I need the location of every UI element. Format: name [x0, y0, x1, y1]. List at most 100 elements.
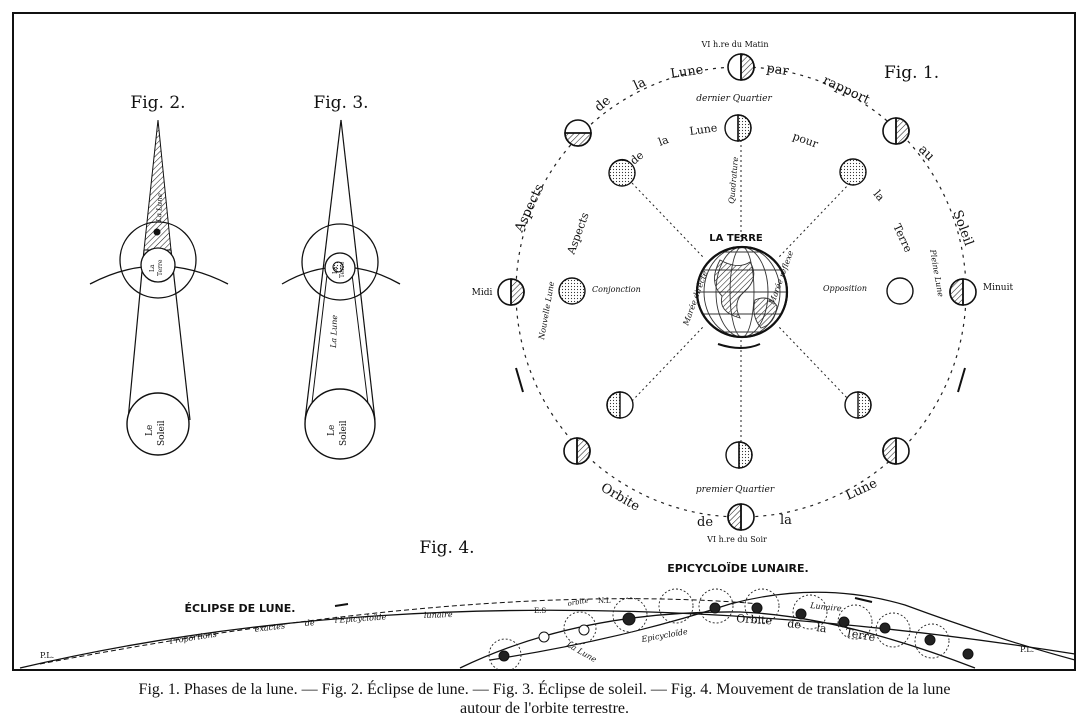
- label-conjunction: Conjonction: [592, 285, 641, 294]
- fig2-moon-orbit: [119, 221, 197, 299]
- fig4-group: Fig. 4. EPICYCLOÏDE LUNAIRE. ÉCLIPSE DE …: [19, 538, 1075, 670]
- moon-inner-lower-left: [606, 391, 634, 419]
- moon-inner-upper-left: [608, 158, 636, 187]
- fig4-arrow-right: [854, 597, 873, 603]
- fig4-orbit-word-3: Terre: [844, 626, 876, 644]
- outer-word-soleil: Soleil: [949, 208, 976, 248]
- fig4-pl-left: P.L.: [40, 651, 54, 660]
- bottom-word-lune: Lune: [843, 476, 880, 504]
- outer-word-rapport: rapport: [820, 73, 872, 108]
- inner-word-terre: Terre: [890, 222, 914, 255]
- moon-inner-upper-right: [839, 158, 867, 186]
- fig1-title: Fig. 1.: [884, 63, 939, 83]
- bottom-word-orbite: Orbite: [598, 480, 642, 514]
- outer-word-lune: Lune: [669, 62, 704, 81]
- moon-inner-lower-right: [844, 391, 872, 419]
- fig3-moon-orbit: [301, 223, 379, 301]
- fig4-proportions-arc: [39, 598, 761, 665]
- label-first-quarter: premier Quartier: [696, 485, 775, 495]
- earth-label: LA TERRE: [709, 233, 763, 244]
- moon-lower-left: [563, 437, 591, 465]
- moon-inner-right: [886, 277, 914, 305]
- inner-word-pour: pour: [791, 130, 821, 151]
- fig4-orbit-circles: [488, 588, 950, 670]
- fig4-proportions-3: l'Epicycloïde: [335, 612, 387, 625]
- fig2-sun: [126, 392, 190, 456]
- inner-moons: [558, 114, 914, 469]
- fig3-group: Fig. 3. Le Soleil La Lune La Terre: [281, 93, 401, 460]
- fig2-title: Fig. 2.: [130, 93, 185, 113]
- fig4-heading: EPICYCLOÏDE LUNAIRE.: [667, 561, 808, 575]
- moon-lower-right: [882, 437, 910, 465]
- inner-word-lune: Lune: [689, 121, 719, 138]
- label-6h-morning: VI h.re du Matin: [701, 40, 769, 49]
- fig2-sun-label-1: Le: [145, 425, 155, 436]
- fig4-moons: [498, 602, 974, 662]
- fig2-shadow-label: La Lune: [155, 193, 164, 223]
- caption-line-1: Fig. 1. Phases de la lune. — Fig. 2. Écl…: [138, 681, 951, 698]
- fig4-proportions-2: de: [304, 618, 315, 628]
- fig2-group: Fig. 2. Le Soleil La Lune La Terre: [89, 93, 229, 456]
- fig2-moon: [153, 228, 161, 236]
- inner-word-la: la: [657, 133, 671, 149]
- moon-inner-bottom: [725, 441, 753, 469]
- fig2-earth: [140, 247, 176, 283]
- fig4-orbite-l: orbite: [567, 596, 589, 608]
- fig4-small-nl: N.L: [598, 597, 611, 605]
- label-opposition: Opposition: [823, 284, 867, 293]
- fig4-proportions-1: exactes: [254, 621, 285, 634]
- fig3-moon-label: La Lune: [329, 315, 339, 350]
- caption-line-2: autour de l'orbite terrestre.: [459, 700, 630, 717]
- moon-inner-top: [724, 114, 752, 142]
- outer-word-par: par: [765, 61, 790, 79]
- orbit-arrow-right: [957, 367, 966, 393]
- moon-inner-left: [558, 277, 586, 305]
- label-midi: Midi: [472, 288, 493, 298]
- moon-left: [497, 278, 525, 306]
- bottom-word-de: de: [697, 515, 713, 530]
- fig4-orbit-word-2: la: [816, 621, 828, 635]
- fig4-small-es: E.S: [534, 607, 546, 615]
- inner-word-aspects: Aspects: [564, 210, 592, 256]
- fig3-earth-label-1: La: [332, 266, 339, 274]
- label-last-quarter: dernier Quartier: [696, 94, 772, 104]
- fig3-title: Fig. 3.: [313, 93, 368, 113]
- fig4-title: Fig. 4.: [419, 538, 474, 558]
- outer-word-la: la: [631, 75, 648, 94]
- fig4-orbit-word-0: Orbite: [736, 612, 773, 627]
- fig1-spokes: [631, 140, 851, 445]
- label-new-moon: Nouvelle Lune: [537, 280, 556, 341]
- moon-bottom: [727, 503, 755, 531]
- fig3-sun-label-2: Soleil: [339, 420, 349, 446]
- fig2-earth-label-1: La: [149, 264, 156, 272]
- fig4-epicycloid-left: [459, 611, 976, 669]
- outer-moons: [497, 53, 977, 531]
- earth-rotation-arrow: [717, 343, 761, 349]
- moon-upper-right: [882, 117, 910, 145]
- label-6h-evening: VI h.re du Soir: [706, 535, 767, 544]
- fig4-epicycloide: Epicycloïde: [640, 627, 689, 644]
- moon-upper-left: [564, 119, 592, 147]
- fig4-earth-orbit-arc: [19, 609, 1075, 669]
- fig1-group: Fig. 1.: [472, 40, 1014, 544]
- fig4-lunaire: Lunaire: [809, 601, 843, 613]
- fig4-proportions-0: Proportions: [168, 630, 217, 646]
- moon-right: [949, 278, 977, 306]
- fig2-earth-label-2: Terre: [157, 259, 164, 276]
- orbit-arrow-left: [515, 367, 524, 393]
- fig4-proportions-4: lunaire: [424, 610, 453, 620]
- bottom-word-la: la: [780, 513, 792, 528]
- label-quadrature: Quadrature: [727, 156, 740, 204]
- outer-word-au: au: [915, 142, 937, 164]
- fig4-arrow-left: [334, 603, 349, 607]
- moon-top: [727, 53, 755, 81]
- plate-frame: [12, 12, 1076, 671]
- fig3-sun: [304, 388, 376, 460]
- fig4-eclipse: ÉCLIPSE DE LUNE.: [185, 602, 296, 615]
- fig4-orbit-word-1: de: [787, 617, 802, 631]
- label-full-moon: Pleine Lune: [928, 248, 945, 298]
- fig4-pl-right: P.L.: [1020, 645, 1034, 654]
- label-minuit: Minuit: [983, 283, 1014, 293]
- fig3-earth-label-2: Terre: [339, 261, 346, 278]
